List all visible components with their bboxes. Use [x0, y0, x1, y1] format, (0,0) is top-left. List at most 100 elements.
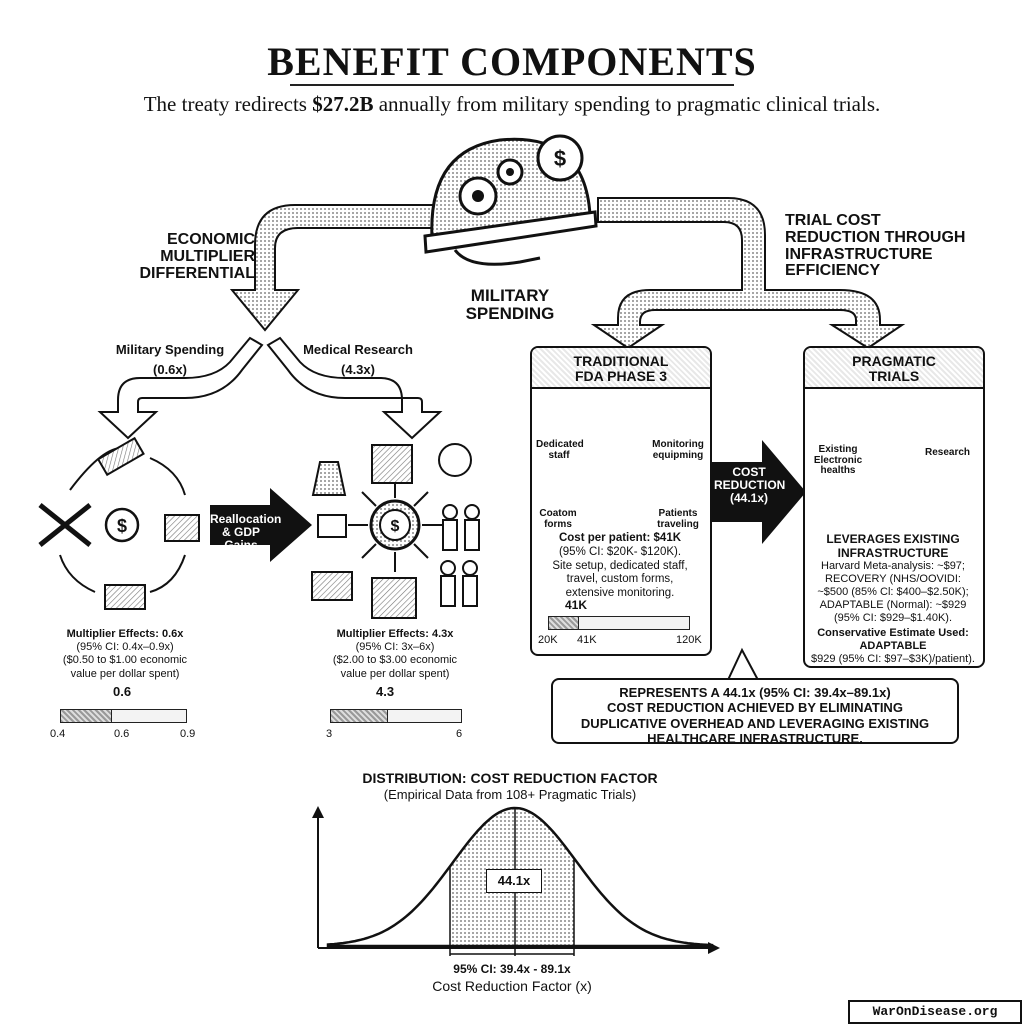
- monitoring-line-1: Monitoring: [652, 439, 704, 450]
- represents-pointer: [726, 647, 760, 681]
- medical-effects-value-2: value per dollar spent): [340, 667, 450, 680]
- pragmatic-details: LEVERAGES EXISTING INFRASTRUCTURE Harvar…: [806, 532, 980, 666]
- medical-branch-multiplier: (4.3x): [341, 361, 375, 377]
- military-scale-mid: 0.6: [114, 728, 130, 740]
- represents-line-4: HEALTHCARE INFRASTRUCTURE.: [647, 730, 863, 746]
- reallocation-line-1: Reallocation: [210, 512, 282, 526]
- medical-branch-name: Medical Research: [303, 342, 413, 357]
- heading-line-1: ECONOMIC: [167, 231, 255, 248]
- represents-callout: REPRESENTS A 44.1x (95% CI: 39.4x–89.1x)…: [551, 678, 959, 746]
- cost-reduction-line-1: COST: [732, 465, 766, 479]
- existing-line-2: Electronic: [813, 454, 863, 466]
- medical-scale-max: 6: [456, 728, 463, 740]
- patients-line-2: traveling: [657, 518, 699, 530]
- medical-scale-fill: [331, 710, 388, 722]
- leverages-line-1: LEVERAGES EXISTING: [826, 532, 960, 546]
- traditional-head-2: FDA PHASE 3: [574, 367, 668, 384]
- traditional-cost-text: Cost per patient: $41K (95% CI: $20K- $1…: [534, 532, 706, 601]
- traditional-cost-scale: [548, 616, 690, 630]
- military-scale-fill: [61, 710, 112, 722]
- military-effects-ci: (95% CI: 0.4x–0.9x): [76, 641, 174, 654]
- chart-y-axis-arrowhead: [312, 806, 324, 818]
- custom-forms-line-2: forms: [544, 518, 572, 530]
- cost-reduction-arrow: [710, 440, 806, 544]
- traditional-fda-box: TRADITIONAL FDA PHASE 3: [530, 346, 712, 656]
- heading-line-2: MULTIPLIER: [160, 247, 255, 265]
- monitoring-label: Monitoring equipming: [650, 439, 706, 461]
- represents-line-2: COST REDUCTION ACHIEVED BY ELIMINATING: [607, 700, 903, 716]
- subtitle-suffix: annually from military spending to pragm…: [373, 92, 881, 116]
- cost-reduction-label: COST REDUCTION (44.1x): [714, 465, 785, 506]
- page-subtitle: The treaty redirects $27.2B annually fro…: [0, 92, 1024, 117]
- subtitle-prefix: The treaty redirects: [143, 92, 313, 116]
- existing-health-records-label: Existing Electronic healths: [812, 444, 864, 477]
- pragmatic-box-heading: PRAGMATIC TRIALS: [805, 348, 983, 390]
- heading-line-3: DIFFERENTIAL: [139, 264, 255, 282]
- reallocation-arrow: [210, 488, 312, 562]
- conservative-line-2: ADAPTABLE: [859, 640, 927, 653]
- medical-multiplier-effects: Multiplier Effects: 4.3x (95% CI: 3x–6x)…: [310, 628, 480, 681]
- traditional-marker-label: 41K: [565, 598, 588, 612]
- traditional-cost: Cost per patient: $41K: [558, 532, 682, 544]
- title-divider: [290, 84, 734, 86]
- military-cycle-icons: $: [38, 436, 200, 610]
- chart-distribution-curve: [326, 806, 714, 948]
- traditional-box-heading: TRADITIONAL FDA PHASE 3: [532, 348, 710, 390]
- medical-effects-title: Multiplier Effects: 4.3x: [336, 628, 454, 640]
- pragmatic-line-4: ADAPTABLE (Normal): ~$929: [819, 599, 967, 612]
- split-arrows: [97, 336, 443, 440]
- chart-x-label: Cost Reduction Factor (x): [432, 978, 592, 994]
- trial-heading-line-4: EFFICIENCY: [785, 262, 881, 280]
- military-marker-label: 0.6: [113, 684, 132, 699]
- military-scale-max: 0.9: [180, 728, 196, 740]
- military-multiplier-effects: Multiplier Effects: 0.6x (95% CI: 0.4x–0…: [40, 628, 210, 681]
- medical-effects-ci: (95% CI: 3x–6x): [355, 641, 435, 654]
- military-branch-multiplier: (0.6x): [153, 361, 187, 377]
- military-spending-label: MILITARY SPENDING: [455, 287, 565, 323]
- conservative-line-3: $929 (95% CI: $97–$3K)/patient).: [811, 653, 975, 666]
- economic-multiplier-heading: ECONOMIC MULTIPLIER DIFFERENTIAL: [105, 231, 255, 282]
- subtitle-amount: $27.2B: [312, 92, 374, 116]
- reallocation-label: Reallocation & GDP Gains: [210, 512, 282, 553]
- traditional-scale-mid: 41K: [577, 634, 597, 646]
- existing-line-3: healths: [820, 465, 856, 476]
- website-badge: WarOnDisease.org: [848, 1000, 1022, 1024]
- chart-subtitle: (Empirical Data from 108+ Pragmatic Tria…: [383, 787, 637, 802]
- dedicated-staff-line-2: staff: [548, 449, 570, 461]
- medical-marker-label: 4.3: [376, 684, 395, 699]
- military-effects-title: Multiplier Effects: 0.6x: [66, 628, 184, 640]
- dedicated-staff-label: Dedicated staff: [536, 439, 584, 461]
- patients-line-1: Patients: [658, 508, 698, 519]
- leverages-line-2: INFRASTRUCTURE: [837, 546, 949, 561]
- represents-line-3: DUPLICATIVE OVERHEAD AND LEVERAGING EXIS…: [580, 715, 930, 731]
- military-spending-branch-label: Military Spending (0.6x): [100, 343, 240, 376]
- pragmatic-head-2: TRIALS: [868, 367, 920, 384]
- pragmatic-trials-box: PRAGMATIC TRIALS: [803, 346, 985, 668]
- custom-forms-line-1: Coatom: [539, 508, 577, 519]
- monitoring-line-2: equipming: [652, 449, 704, 461]
- left-flow-arrow: [229, 204, 441, 332]
- svg-text:$: $: [117, 516, 127, 536]
- trial-heading-line-2: REDUCTION THROUGH: [785, 228, 966, 246]
- trial-heading-line-3: INFRASTRUCTURE: [785, 245, 933, 263]
- conservative-line-1: Conservative Estimate Used:: [817, 627, 969, 640]
- chart-ci-label: 95% CI: 39.4x - 89.1x: [453, 962, 571, 976]
- traditional-head-1: TRADITIONAL: [573, 353, 669, 369]
- patients-traveling-label: Patients traveling: [655, 508, 701, 530]
- cost-reduction-line-3: (44.1x): [729, 491, 769, 506]
- medical-research-branch-label: Medical Research (4.3x): [288, 343, 428, 376]
- traditional-desc-1: Site setup, dedicated staff,: [552, 559, 688, 572]
- pragmatic-line-2: RECOVERY (NHS/OOVIDI:: [825, 573, 961, 586]
- military-effects-value-2: value per dollar spent): [70, 667, 180, 680]
- military-multiplier-scale: [60, 709, 187, 723]
- traditional-desc-3: extensive monitoring.: [565, 587, 675, 600]
- pragmatic-line-3: ~$500 (85% Cl: $400–$2.50K);: [817, 586, 969, 599]
- traditional-scale-max: 120K: [676, 634, 702, 646]
- existing-line-1: Existing: [818, 444, 858, 455]
- chart-peak-label: 44.1x: [486, 869, 542, 893]
- trial-cost-heading: TRIAL COST REDUCTION THROUGH INFRASTRUCT…: [785, 212, 985, 280]
- svg-text:$: $: [391, 518, 400, 535]
- traditional-scale-min: 20K: [538, 634, 558, 646]
- military-branch-name: Military Spending: [115, 342, 225, 357]
- research-label: Research: [925, 447, 971, 458]
